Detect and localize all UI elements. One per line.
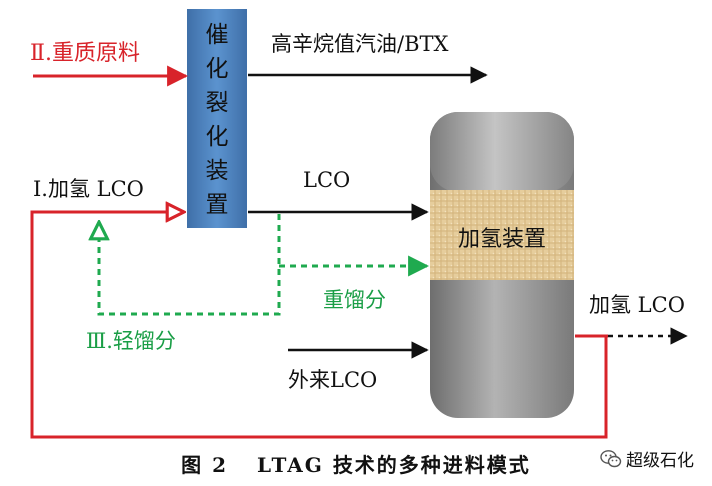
product-top-label: 高辛烷值汽油/BTX — [271, 32, 449, 56]
process-diagram — [30, 9, 688, 439]
light-fraction-loop — [99, 214, 281, 316]
heavy-feed-label: Ⅱ.重质原料 — [30, 41, 140, 66]
cracking-unit-label: 催化裂化装置 — [205, 22, 229, 218]
hydro-bed — [430, 190, 574, 280]
brand-name: 超级石化 — [626, 451, 694, 471]
hydro-unit-label: 加氢装置 — [457, 227, 546, 252]
hydro-lco-recycle-line — [30, 212, 608, 439]
figure-title: LTAG 技术的多种进料模式 — [257, 453, 531, 477]
wechat-icon — [600, 449, 622, 467]
hydro-lco-in-label: Ⅰ.加氢 LCO — [33, 177, 144, 201]
light-fraction-label: Ⅲ.轻馏分 — [86, 329, 176, 353]
heavy-fraction-label: 重馏分 — [323, 288, 386, 312]
external-lco-label: 外来LCO — [288, 368, 378, 392]
hydro-lco-out-label: 加氢 LCO — [589, 293, 685, 317]
figure-number: 图 2 — [181, 453, 229, 477]
cracking-unit-box — [187, 9, 247, 228]
lco-label: LCO — [303, 168, 351, 192]
figure-caption: 图 2 LTAG 技术的多种进料模式 — [0, 449, 712, 478]
brand-watermark: 超级石化 — [600, 446, 694, 471]
reactor-top — [430, 112, 574, 192]
